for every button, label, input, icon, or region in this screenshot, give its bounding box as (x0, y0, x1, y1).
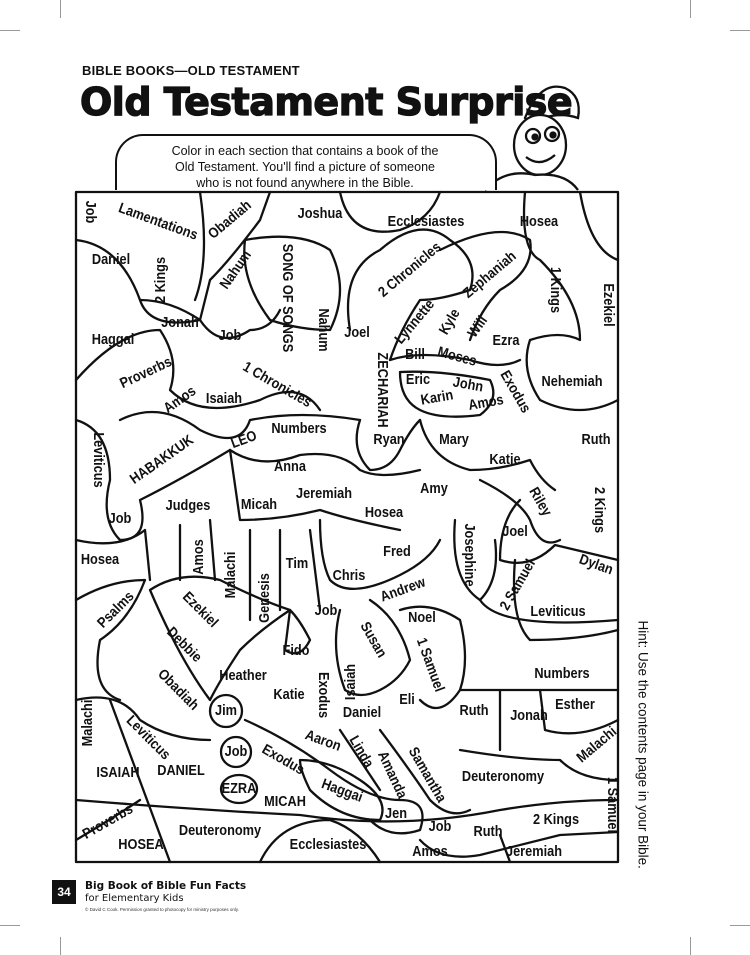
section-label: Joel (502, 524, 528, 540)
section-label: Job (314, 603, 338, 619)
section-label: Daniel (91, 252, 131, 268)
section-label: Isaiah (205, 391, 243, 407)
crop-mark (60, 0, 61, 18)
section-label: Ryan (373, 432, 405, 448)
section-label: Exodus (315, 671, 331, 719)
section-label: Job (218, 328, 242, 344)
section-label: Ecclesiastes (387, 214, 465, 230)
section-label: Isaiah (343, 663, 359, 701)
section-label: MICAH (264, 794, 306, 810)
section-label: Josephine (461, 523, 477, 587)
section-label: Katie (489, 452, 521, 468)
section-label: Nehemiah (541, 374, 603, 390)
section-label: Jeremiah (295, 486, 353, 502)
page-number: 34 (52, 880, 76, 904)
boy-character-illustration (484, 85, 580, 191)
section-label: ISAIAH (96, 765, 140, 781)
section-label: 1 Kings (547, 266, 563, 314)
section-label: Numbers (271, 421, 327, 437)
section-label: Malachi (223, 551, 239, 599)
section-label: 2 Kings (153, 256, 169, 304)
book-subtitle: for Elementary Kids (85, 893, 184, 904)
section-label: Anna (274, 459, 306, 475)
section-label: Ecclesiastes (289, 837, 367, 853)
section-label: Chris (332, 568, 366, 584)
section-label: Tim (285, 556, 309, 572)
instruction-bubble (115, 134, 497, 190)
section-label: Job (108, 511, 132, 527)
section-label: Jim (215, 703, 237, 719)
section-label: Joel (344, 325, 370, 341)
section-label: Fred (383, 544, 411, 560)
section-label: Deuteronomy (178, 823, 262, 839)
section-label: Genesis (257, 573, 273, 623)
crop-mark (690, 937, 691, 955)
section-label: Numbers (534, 666, 590, 682)
map-border (74, 190, 620, 864)
section-label: Eli (399, 692, 415, 708)
section-label: Hosea (364, 505, 404, 521)
section-label: Haggai (91, 332, 135, 348)
crop-mark (60, 937, 61, 955)
section-label: Joshua (297, 206, 343, 222)
section-label: Ezra (492, 333, 520, 349)
section-label: Katie (273, 687, 305, 703)
section-label: DANIEL (157, 763, 205, 779)
section-label: Job (428, 819, 452, 835)
book-title: Big Book of Bible Fun Facts (85, 880, 247, 892)
section-label: 2 Kings (591, 486, 607, 534)
section-label: Jonah (510, 708, 548, 724)
section-label: Nahum (315, 308, 331, 352)
section-label: Hosea (80, 552, 120, 568)
crop-mark (730, 30, 750, 31)
section-label: Ruth (473, 824, 503, 840)
crop-mark (0, 30, 20, 31)
section-label: EZRA (221, 781, 257, 797)
section-label: Ruth (581, 432, 611, 448)
instructions-line: Old Testament. You'll find a picture of … (175, 160, 435, 174)
instructions-line: Color in each section that contains a bo… (171, 144, 439, 158)
section-label: 1 Samuel (604, 776, 620, 834)
section-label: Jeremiah (505, 844, 563, 860)
section-label: Bill (405, 347, 425, 363)
section-label: Malachi (80, 699, 96, 747)
section-label: Eric (405, 372, 431, 388)
crop-mark (690, 0, 691, 18)
section-label: Micah (240, 497, 278, 513)
section-label: Mary (439, 432, 469, 448)
copyright: © David C Cook. Permission granted to ph… (85, 907, 240, 912)
section-label: Job (224, 744, 248, 760)
section-label: Esther (555, 697, 595, 713)
section-label: Jonah (161, 315, 199, 331)
section-label: Amos (412, 844, 448, 860)
instructions-line: who is not found anywhere in the Bible. (196, 176, 414, 190)
section-label: Amy (420, 481, 448, 497)
hint-text: Hint: Use the contents page in your Bibl… (635, 620, 651, 869)
section-label: SONG OF SONGS (279, 243, 295, 353)
section-label: Deuteronomy (461, 769, 545, 785)
section-label: Jen (385, 806, 407, 822)
section-label: Job (82, 200, 98, 224)
section-label: Judges (165, 498, 211, 514)
section-label: Ruth (459, 703, 489, 719)
section-label: HOSEA (118, 837, 164, 853)
section-label: 2 Kings (532, 812, 580, 828)
section-label: Leviticus (90, 432, 106, 488)
section-label: Leviticus (530, 604, 586, 620)
section-label: Heather (219, 668, 267, 684)
instructions: Color in each section that contains a bo… (150, 143, 460, 191)
section-label: ZECHARIAH (374, 352, 390, 428)
page-title: Old Testament Surprise (79, 79, 573, 124)
crop-mark (730, 925, 750, 926)
crop-mark (0, 925, 20, 926)
section-label: Fido (282, 643, 310, 659)
section-label: Noel (408, 610, 436, 626)
section-label: Hosea (519, 214, 559, 230)
section-kicker: BIBLE BOOKS—OLD TESTAMENT (82, 63, 300, 78)
section-label: Ezekiel (600, 283, 616, 327)
section-label: Daniel (342, 705, 382, 721)
section-label: Amos (191, 539, 207, 575)
